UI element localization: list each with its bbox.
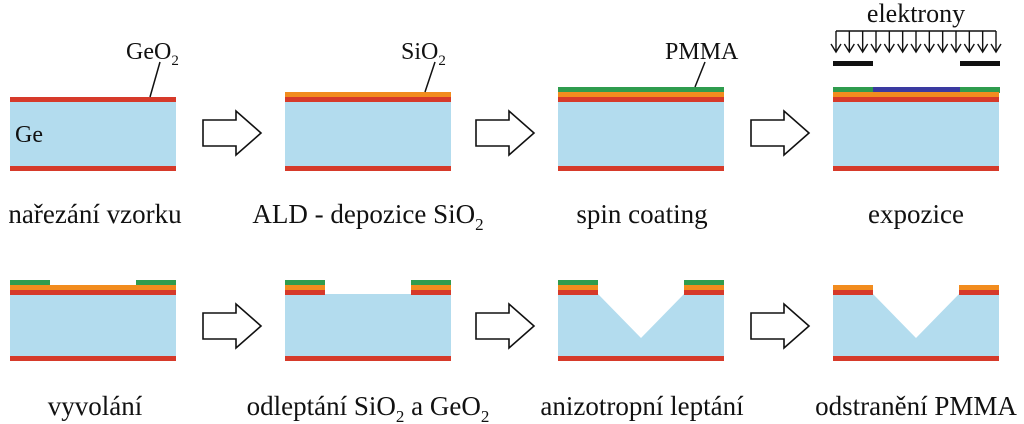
layer-pmma-left	[558, 280, 598, 286]
layer-pmma-left	[10, 280, 50, 286]
layer-sio2	[10, 285, 176, 291]
label-ge: Ge	[15, 122, 43, 148]
layer-pmma-right	[136, 280, 176, 286]
substrate-ge	[10, 100, 176, 167]
leader-line-sio2	[424, 61, 436, 93]
layer-sio2-right	[411, 285, 451, 291]
layer-geo2-right	[411, 290, 451, 295]
layer-pmma	[558, 87, 724, 93]
substrate-ge	[10, 294, 176, 357]
process-arrow	[750, 109, 811, 157]
mask-left	[833, 61, 873, 66]
layer-geo2-left	[285, 290, 325, 295]
layer-geo2-top	[285, 97, 451, 102]
layer-sio2	[558, 92, 724, 98]
electron-arrow	[963, 31, 975, 54]
substrate-ge	[285, 294, 451, 357]
electron-beam-arrows	[830, 30, 1002, 54]
panel-anisotropic: anizotropní leptání	[540, 280, 744, 421]
substrate-ge-etched	[833, 294, 999, 357]
layer-geo2-bottom	[285, 356, 451, 361]
layer-geo2-bottom	[558, 166, 724, 171]
electron-arrow	[910, 31, 922, 54]
panel-cutting: GeO2 Ge nařezání vzorku	[8, 39, 182, 229]
process-arrow	[202, 302, 263, 350]
electron-arrow	[870, 31, 882, 54]
layer-geo2-top	[833, 97, 999, 102]
electron-arrow	[950, 31, 962, 54]
layer-geo2-bottom	[10, 356, 176, 361]
caption-develop: vyvolání	[48, 391, 143, 421]
caption-ald: ALD - depozice SiO2	[252, 199, 483, 234]
layer-geo2-top	[10, 97, 176, 102]
layer-pmma-right	[411, 280, 451, 286]
layer-geo2-left	[833, 290, 873, 295]
layer-sio2-left	[833, 285, 873, 291]
layer-geo2-bottom	[833, 356, 999, 361]
electron-arrow	[830, 31, 842, 54]
mask-right	[960, 61, 1000, 66]
layer-pmma-left	[285, 280, 325, 286]
layer-geo2-right	[959, 290, 999, 295]
layer-geo2-bottom	[10, 166, 176, 171]
layer-sio2-left	[558, 285, 598, 291]
caption-expose: expozice	[868, 199, 964, 229]
layer-geo2-left	[558, 290, 598, 295]
panel-develop: vyvolání	[10, 280, 176, 421]
electron-arrow	[937, 31, 949, 54]
layer-sio2	[285, 92, 451, 98]
layer-pmma-right	[684, 280, 724, 286]
label-sio2: SiO2	[401, 39, 446, 69]
layer-pmma-exposed	[873, 87, 960, 93]
electron-arrow	[883, 31, 895, 54]
layer-geo2-bottom	[833, 166, 999, 171]
caption-spin: spin coating	[576, 199, 707, 229]
layer-sio2	[833, 92, 999, 98]
electron-arrow	[843, 31, 855, 54]
label-pmma: PMMA	[665, 39, 739, 65]
panel-ald: SiO2 ALD - depozice SiO2	[252, 39, 483, 234]
electron-arrow	[923, 31, 935, 54]
panel-spin: PMMA spin coating	[558, 39, 739, 229]
caption-cutting: nařezání vzorku	[8, 199, 182, 229]
electron-arrow	[897, 31, 909, 54]
layer-geo2-bottom	[558, 356, 724, 361]
process-arrow	[750, 302, 811, 350]
label-electrons: elektrony	[867, 0, 965, 28]
panel-etch-oxide: odleptání SiO2 a GeO2	[247, 280, 490, 424]
layer-sio2-right	[684, 285, 724, 291]
layer-geo2-right	[684, 290, 724, 295]
leader-line-geo2	[149, 61, 161, 98]
process-arrow	[475, 109, 536, 157]
process-arrow	[202, 109, 263, 157]
panel-strip: odstranění PMMA	[815, 285, 1017, 421]
panel-expose: elektrony expozice	[830, 0, 1002, 229]
caption-anisotropic: anizotropní leptání	[540, 391, 744, 421]
layer-geo2-bottom	[285, 166, 451, 171]
process-arrow	[475, 302, 536, 350]
substrate-ge	[558, 100, 724, 167]
substrate-ge	[285, 100, 451, 167]
layer-geo2-top	[558, 97, 724, 102]
layer-pmma-left	[833, 87, 873, 93]
electron-arrow	[977, 31, 989, 54]
layer-geo2-top	[10, 290, 176, 295]
layer-sio2-right	[959, 285, 999, 291]
electron-arrow	[857, 31, 869, 54]
substrate-ge	[833, 100, 999, 167]
layer-pmma-right	[960, 87, 1000, 93]
layer-sio2-left	[285, 285, 325, 291]
leader-line-pmma	[694, 61, 706, 88]
electron-arrow	[990, 31, 1002, 54]
caption-etch-oxide: odleptání SiO2 a GeO2	[247, 391, 490, 424]
substrate-ge-etched	[558, 294, 724, 357]
caption-strip: odstranění PMMA	[815, 391, 1017, 421]
label-geo2: GeO2	[126, 39, 179, 69]
